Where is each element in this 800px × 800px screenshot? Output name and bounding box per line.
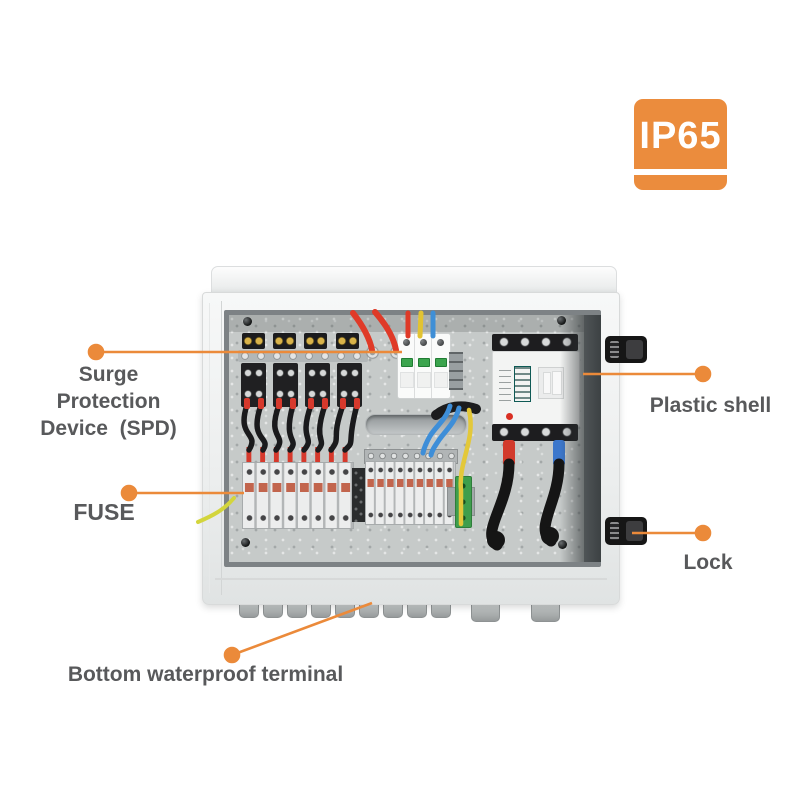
door-seam-inner bbox=[209, 303, 210, 593]
lock-callout-dot bbox=[694, 524, 712, 542]
spd-terminal-screw bbox=[420, 339, 427, 346]
lock-latch bbox=[605, 517, 647, 545]
spd-status-window bbox=[435, 358, 447, 367]
terminal-block bbox=[336, 333, 359, 349]
terminal-block bbox=[273, 333, 296, 349]
red-sleeves bbox=[244, 398, 360, 409]
spd-terminal-screw bbox=[403, 339, 410, 346]
breaker-top-terminals bbox=[492, 334, 578, 351]
fuse-bank-right bbox=[365, 461, 456, 525]
fuse-bank-left bbox=[242, 462, 354, 529]
side-latch-top bbox=[605, 336, 647, 363]
red-wires bbox=[350, 309, 399, 353]
black-bundle bbox=[431, 401, 481, 420]
spd-label-area bbox=[417, 372, 431, 388]
ip65-label: IP65 bbox=[639, 115, 722, 157]
spd-callout-dot bbox=[87, 343, 105, 361]
breaker-indicator-dot bbox=[506, 413, 513, 420]
label-line: Device (SPD) bbox=[40, 417, 177, 440]
spd-feed-wires bbox=[405, 310, 436, 339]
spd-label-area bbox=[434, 372, 448, 388]
badge-divider-line bbox=[634, 169, 727, 175]
din-rail-stub bbox=[449, 352, 463, 390]
spd-status-window bbox=[401, 358, 413, 367]
din-spacer bbox=[352, 468, 365, 522]
label-fuse: FUSE bbox=[73, 499, 135, 525]
bottom-callout-line bbox=[231, 601, 373, 657]
label-surge-protection-device: Surge Protection Device (SPD) bbox=[16, 361, 201, 442]
label-bottom-waterproof-terminal: Bottom waterproof terminal bbox=[67, 663, 344, 686]
terminal-block bbox=[242, 333, 265, 349]
fuse-wire-tips bbox=[242, 447, 352, 462]
interior-shadow bbox=[560, 315, 601, 562]
label-line: Surge bbox=[78, 363, 139, 386]
terminal-busbar bbox=[364, 449, 458, 464]
spd-pole bbox=[415, 334, 432, 398]
spd-label-area bbox=[400, 372, 414, 388]
string-wire-loops bbox=[241, 402, 360, 453]
breaker-rating-text bbox=[499, 370, 511, 406]
ip65-rating-badge: IP65 bbox=[634, 99, 727, 190]
spd-status-window bbox=[418, 358, 430, 367]
door-seam bbox=[221, 301, 222, 595]
label-lock: Lock bbox=[683, 551, 733, 574]
backplate-screw bbox=[243, 317, 252, 326]
backplate-screw bbox=[557, 316, 566, 325]
shell-callout-dot bbox=[694, 365, 712, 383]
yellow-wire bbox=[458, 407, 473, 527]
box-top-lid bbox=[211, 266, 617, 296]
breaker-bottom-terminals bbox=[492, 424, 578, 441]
spd-pole bbox=[398, 334, 415, 398]
breaker-status-window bbox=[514, 366, 531, 402]
bottom-groove bbox=[215, 578, 607, 580]
backplate-screw bbox=[241, 538, 250, 547]
terminal-block bbox=[304, 333, 327, 349]
surge-protection-device bbox=[397, 333, 451, 399]
blue-wires bbox=[420, 403, 462, 458]
label-plastic-shell: Plastic shell bbox=[649, 394, 772, 417]
ground-wire bbox=[196, 496, 236, 524]
spd-terminal-screw bbox=[437, 339, 444, 346]
fuse-callout-dot bbox=[120, 484, 138, 502]
spd-pole bbox=[432, 334, 448, 398]
bottom-callout-dot bbox=[223, 646, 241, 664]
backplate-screw bbox=[558, 540, 567, 549]
label-line: Protection bbox=[56, 390, 161, 413]
